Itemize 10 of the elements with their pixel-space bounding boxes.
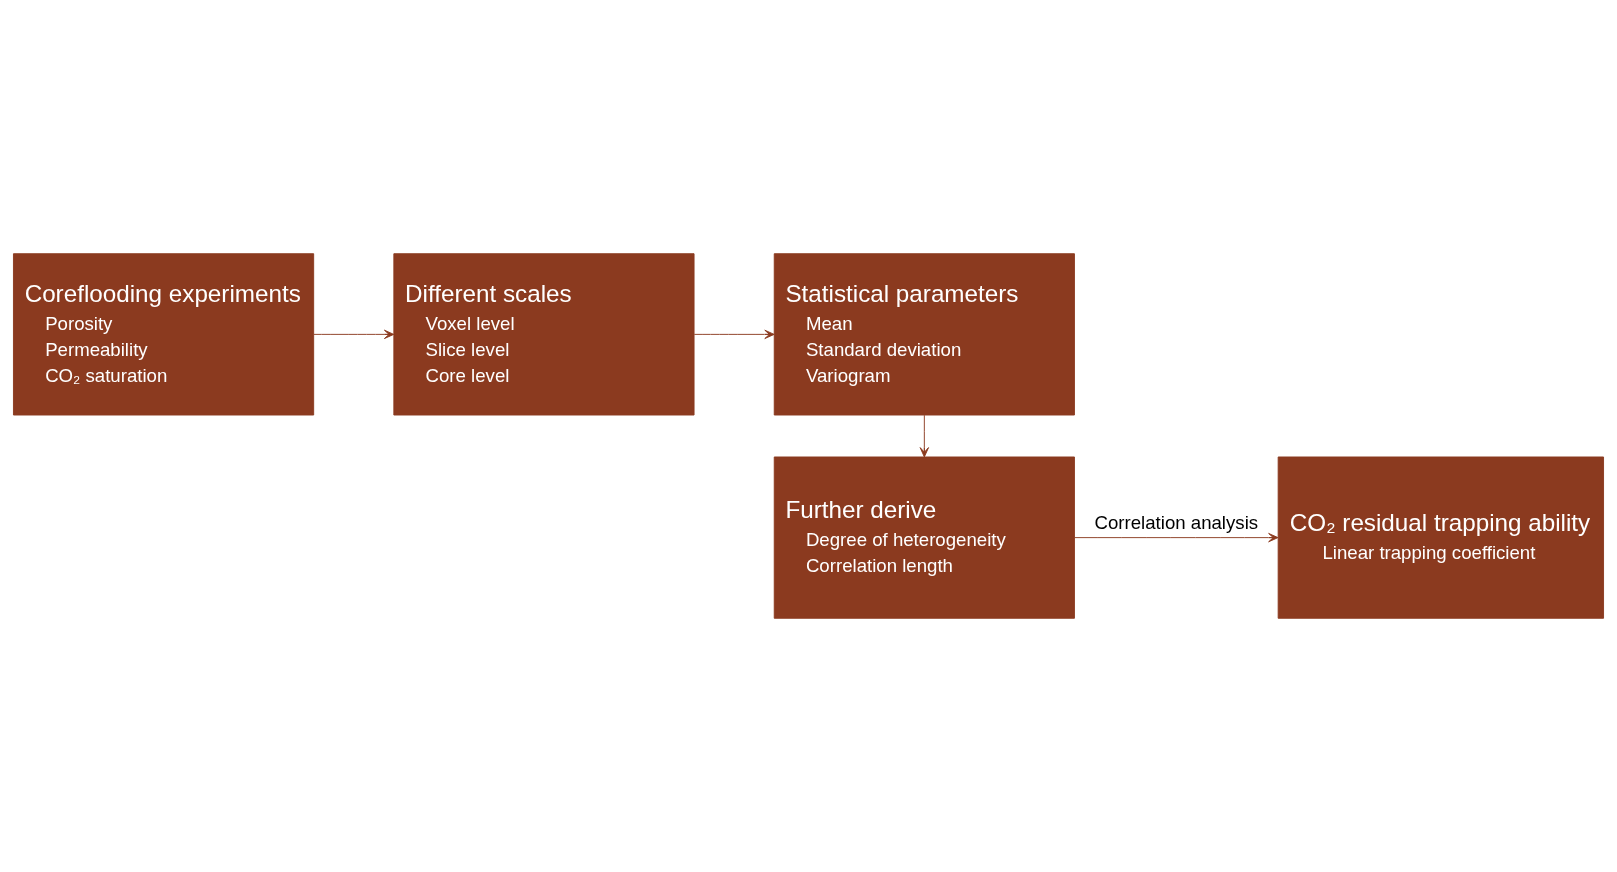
arrow	[1074, 532, 1279, 543]
node-box: CO₂ residual trapping ability Linear trapping coefficient	[1277, 456, 1604, 619]
node-box: Coreflooding experiments Porosity Permeability CO₂ saturation	[13, 253, 315, 416]
arrow	[693, 329, 775, 340]
edge-label: Correlation analysis	[1094, 512, 1259, 534]
node-box: Different scales Voxel level Slice level Core level	[393, 253, 695, 416]
node-box: Further derive Degree of heterogeneity Correlation length	[773, 456, 1075, 619]
arrow	[313, 329, 395, 340]
arrow	[919, 414, 929, 458]
node-box: Statistical parameters Mean Standard deviation Variogram	[773, 253, 1075, 416]
